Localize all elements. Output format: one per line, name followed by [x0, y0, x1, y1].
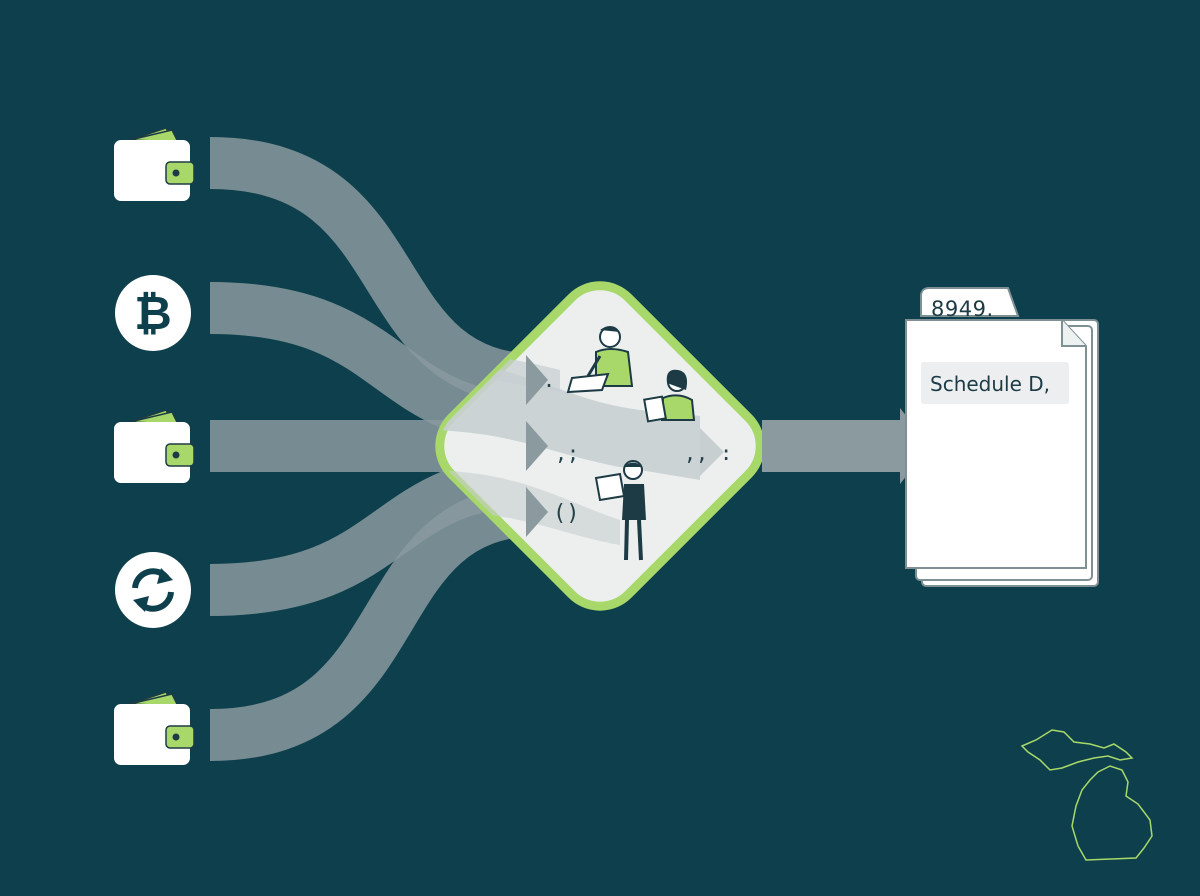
- inner-flow-upper: [423, 360, 700, 480]
- flow-band-1: [209, 137, 541, 406]
- wallet-icon: [114, 127, 195, 201]
- punctuation-mark: ,, :: [684, 441, 733, 465]
- output-document-stack: [905, 287, 1099, 587]
- punctuation-mark: ,;: [555, 441, 580, 465]
- schedule-field-label: Schedule D,: [930, 372, 1051, 396]
- document-folder-tab: [920, 287, 1020, 317]
- wallet-icon: [114, 409, 195, 483]
- document-corner-fold: [1061, 320, 1086, 347]
- person-writing-icon: [566, 326, 634, 394]
- processor-diamond: [423, 281, 765, 611]
- person-reading-icon: [643, 369, 696, 423]
- flow-band-5: [209, 484, 541, 761]
- punctuation-mark: .: [543, 368, 556, 392]
- wallet-icon: [114, 691, 195, 765]
- michigan-map-icon: [1020, 729, 1153, 861]
- document-front: [905, 319, 1087, 569]
- bitcoin-icon: ₿: [115, 275, 191, 351]
- sync-icon: [115, 552, 191, 628]
- person-reviewing-document-icon: [594, 460, 646, 561]
- svg-text:₿: ₿: [134, 286, 172, 340]
- inner-flow-lower: [423, 470, 620, 545]
- inner-arrowheads: [526, 355, 724, 537]
- schedule-field-box: [921, 362, 1069, 404]
- output-arrow: [762, 408, 930, 484]
- document-tab-label: 8949.: [931, 297, 994, 321]
- punctuation-mark: (): [553, 501, 580, 526]
